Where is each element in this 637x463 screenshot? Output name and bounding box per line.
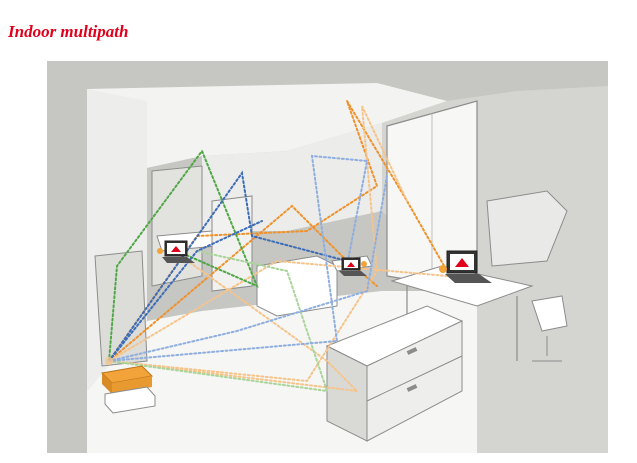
path-light-orange-3 (108, 245, 360, 393)
access-point-stand (104, 386, 156, 414)
path-light-orange-1 (108, 259, 448, 362)
laptop-icon (439, 250, 492, 283)
ceiling (87, 83, 447, 181)
path-green-1 (108, 148, 259, 362)
laptop-icon (157, 240, 195, 263)
path-light-blue-1 (108, 154, 369, 362)
left-doorway (151, 165, 203, 287)
right-desk (390, 265, 534, 307)
office-chair (531, 295, 568, 362)
path-light-green-1 (108, 250, 329, 393)
path-light-blue-2 (108, 175, 388, 362)
indoor-multipath-illustration (47, 61, 608, 453)
path-blue-2 (108, 220, 263, 362)
path-light-orange-2 (108, 105, 408, 383)
page-title: Indoor multipath (8, 22, 129, 41)
right-room-shelf (486, 190, 568, 267)
back-door (211, 195, 253, 292)
sofa (256, 255, 338, 317)
laptop-icon (339, 257, 367, 276)
path-blue-1 (108, 170, 348, 362)
tall-cabinet (94, 250, 148, 367)
router-icon (100, 357, 156, 414)
